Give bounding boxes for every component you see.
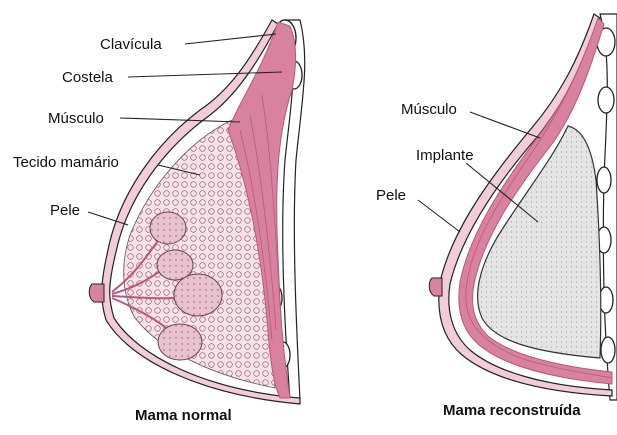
nipple-right	[429, 278, 442, 296]
label-clavicle: Clavícula	[100, 37, 162, 52]
label-implant: Implante	[416, 148, 474, 163]
normal-breast-drawing	[89, 20, 305, 404]
caption-reconstructed: Mama reconstruída	[443, 403, 581, 418]
reconstructed-breast-drawing	[429, 14, 617, 400]
label-rib: Costela	[62, 70, 113, 85]
label-muscle-left: Músculo	[48, 111, 104, 126]
nipple-left	[89, 284, 104, 302]
label-muscle-right: Músculo	[401, 102, 457, 117]
label-skin-right: Pele	[376, 188, 406, 203]
label-breast-tissue: Tecido mamário	[13, 155, 119, 170]
caption-normal: Mama normal	[135, 408, 232, 423]
label-skin-left: Pele	[50, 203, 80, 218]
